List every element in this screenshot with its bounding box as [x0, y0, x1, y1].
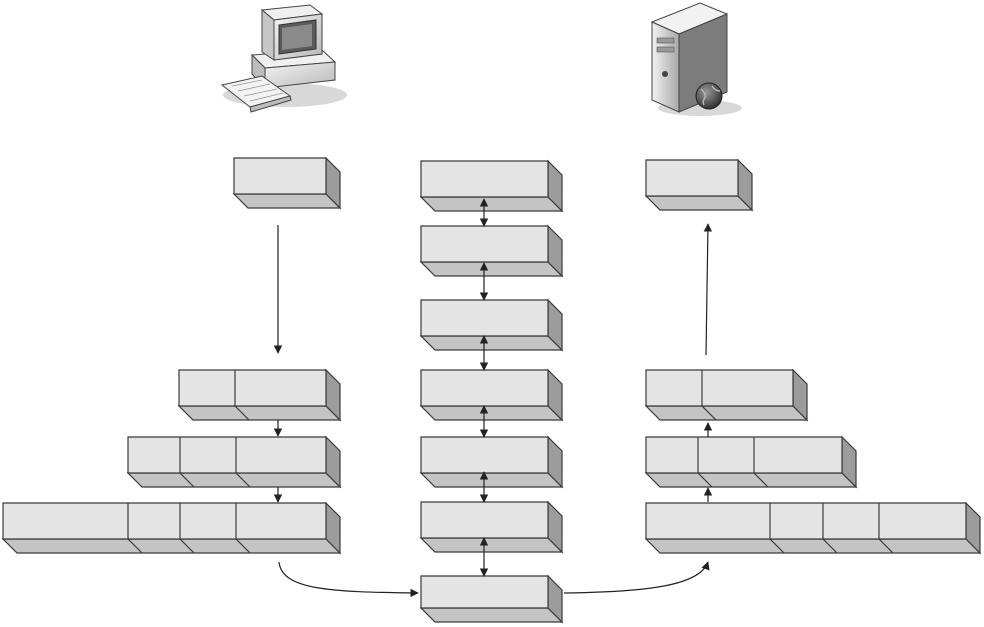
sender-layer-3-divider-edge: [235, 472, 251, 488]
layer-4: [419, 368, 564, 422]
receiver-up-arrow-3: [703, 223, 713, 356]
physical-medium-face: [420, 575, 549, 609]
layer-1-face: [420, 160, 549, 198]
physical-medium-bottom: [419, 607, 564, 623]
receiver-top-block: [644, 158, 754, 212]
physical-medium: [419, 574, 564, 624]
arrows: [273, 198, 713, 598]
sender-to-medium-arrow: [278, 561, 419, 598]
layer-1-bottom: [419, 196, 564, 212]
receiver-top-block-bottom: [644, 195, 754, 211]
layer-4-bottom: [419, 405, 564, 421]
sender-layer-2-face: [178, 369, 327, 407]
layer-6: [419, 500, 564, 554]
layer-5-bottom: [419, 472, 564, 488]
layer-6-bottom: [419, 537, 564, 553]
desktop-computer-icon: [220, 4, 347, 113]
receiver-top-block-face: [645, 159, 739, 197]
layer-5-face: [420, 436, 549, 474]
receiver-layer-4-divider-edge: [822, 538, 838, 554]
receiver-layer-3: [644, 435, 858, 489]
receiver-layer-3-face: [645, 436, 843, 474]
receiver-layer-2-face: [645, 369, 794, 407]
receiver-layer-4-bottom: [644, 538, 982, 554]
layer-6-face: [420, 501, 549, 539]
sender-layer-3-bottom: [126, 472, 342, 488]
receiver-layer-4: [644, 501, 982, 555]
receiver-layer-4-divider-edge: [769, 538, 785, 554]
receiver-layer-2-bottom: [644, 405, 809, 421]
receiver-layer-4-divider-edge: [878, 538, 894, 554]
sender-layer-4-bottom: [1, 538, 342, 554]
layer-2-face: [420, 225, 549, 263]
receiver-layer-2: [644, 368, 809, 422]
receiver-layer-3-divider-edge: [697, 472, 713, 488]
protocol-blocks: [1, 156, 982, 624]
sender-top-block: [232, 156, 342, 210]
sender-top-block-face: [233, 157, 327, 195]
sender-layer-4-divider-edge: [235, 538, 251, 554]
sender-layer-3-face: [127, 436, 327, 474]
sender-layer-2-divider-edge: [234, 405, 250, 421]
sender-top-block-bottom: [232, 193, 342, 209]
layer-1: [419, 159, 564, 213]
sender-layer-3-divider-edge: [179, 472, 195, 488]
web-server-icon: [650, 2, 742, 116]
layer-2: [419, 224, 564, 278]
sender-layer-4-face: [2, 502, 327, 540]
layer-3-face: [420, 299, 549, 337]
receiver-layer-3-divider-edge: [753, 472, 769, 488]
receiver-layer-3-bottom: [644, 472, 858, 488]
layer-5: [419, 435, 564, 489]
sender-layer-4-divider-edge: [179, 538, 195, 554]
layer-4-face: [420, 369, 549, 407]
receiver-layer-4-face: [645, 502, 967, 540]
receiver-layer-2-divider-edge: [701, 405, 717, 421]
sender-layer-4-divider-edge: [127, 538, 143, 554]
sender-layer-2: [177, 368, 342, 422]
layer-3-bottom: [419, 335, 564, 351]
medium-to-receiver-arrow: [563, 561, 710, 594]
sender-layer-2-bottom: [177, 405, 342, 421]
sender-layer-3: [126, 435, 342, 489]
sender-layer-4: [1, 501, 342, 555]
layer-2-bottom: [419, 261, 564, 277]
layer-3: [419, 298, 564, 352]
